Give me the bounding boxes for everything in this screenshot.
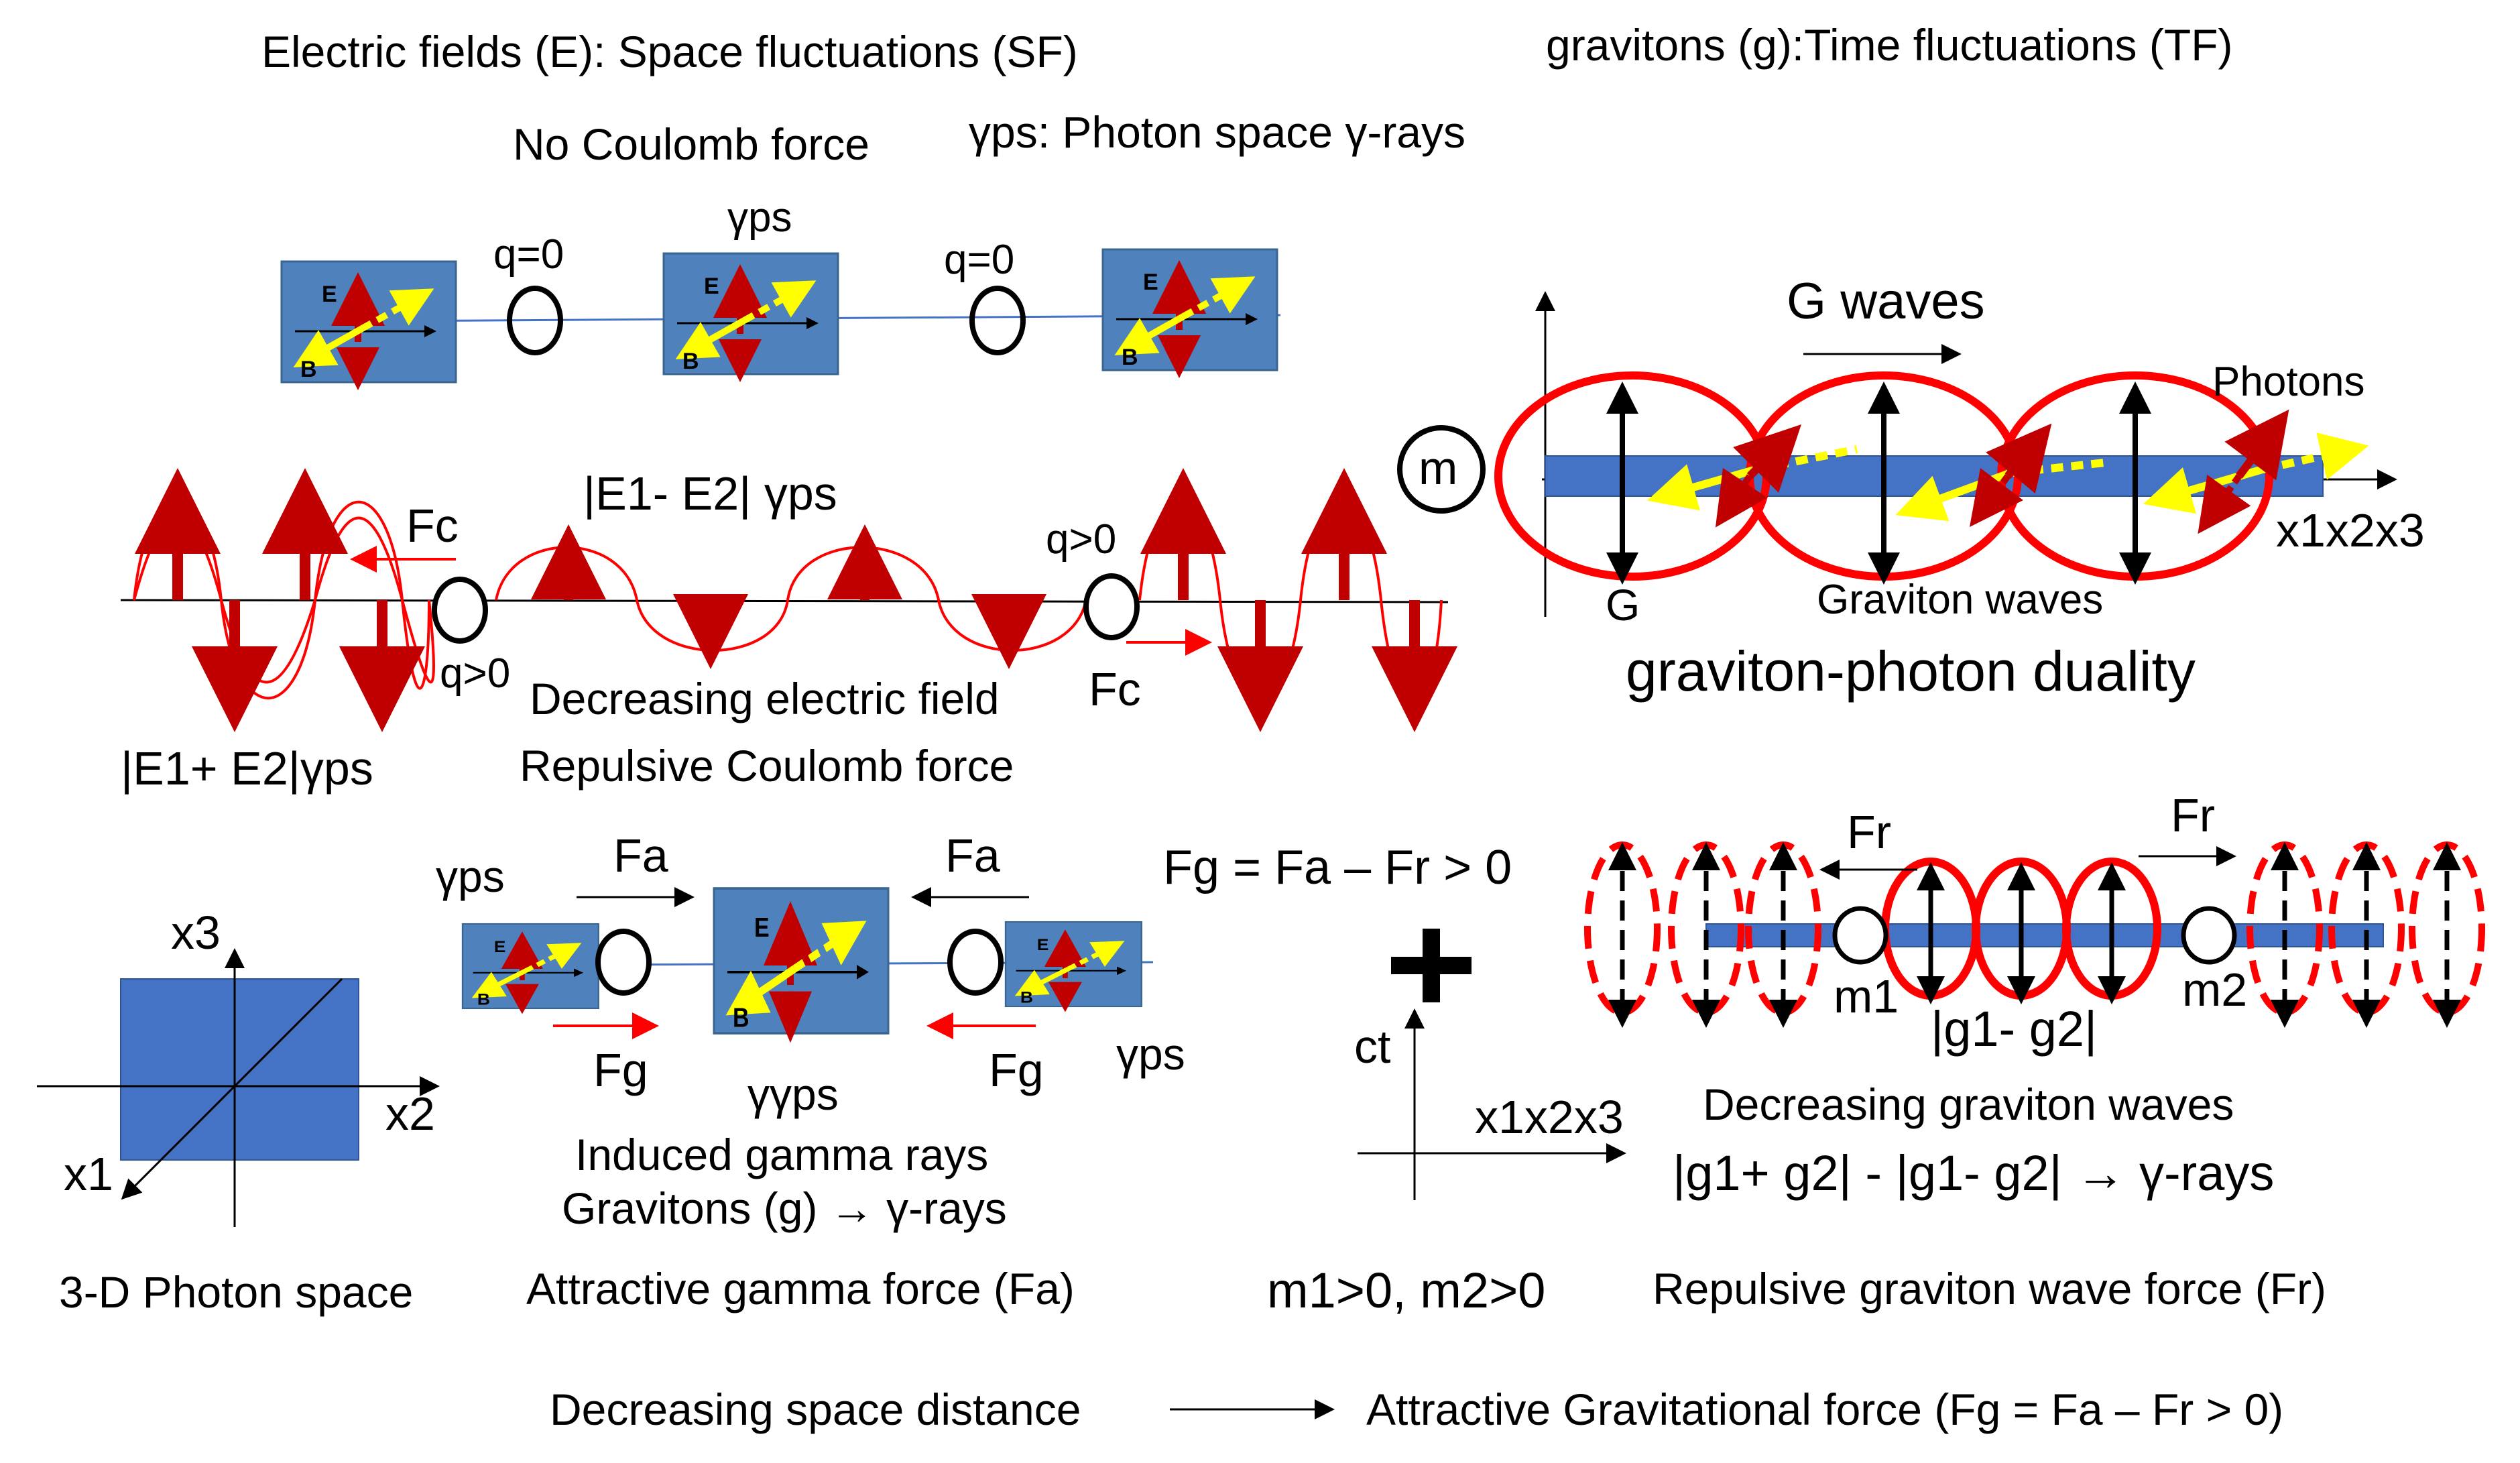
mass-positive-label: m1>0, m2>0: [1267, 1263, 1545, 1318]
axis-x3-label: x3: [171, 906, 221, 959]
diff-field-label: |E1- E2| γps: [583, 467, 837, 520]
gamma-ps-definition: γps: Photon space γ-rays: [969, 107, 1465, 157]
fg-right-label: Fg: [989, 1044, 1044, 1096]
charge-gamma-left: [595, 929, 652, 996]
row1-photon-chain: q=0 q=0 γps: [282, 194, 1281, 382]
fa-right-label: Fa: [945, 829, 1000, 882]
axis-x2-label: x2: [385, 1088, 435, 1140]
decreasing-field-label: Decreasing electric field: [530, 674, 1000, 723]
gravitons-to-gamma-label: Gravitons (g) → γ-rays: [562, 1183, 1007, 1233]
center-axis-label: x1x2x3: [1475, 1091, 1624, 1143]
photon-space-square: [120, 978, 359, 1161]
gamma-ps-top-label: γps: [727, 194, 792, 241]
neutral-charge-right: [969, 286, 1026, 355]
gamma-gamma-label: γγps: [747, 1069, 839, 1119]
q-positive-left-label: q>0: [440, 650, 510, 697]
fr-right-label: Fr: [2171, 789, 2215, 841]
footer-right-label: Attractive Gravitational force (Fg = Fa …: [1366, 1385, 2283, 1434]
footer-left-label: Decreasing space distance: [550, 1385, 1081, 1434]
gravitons-header: gravitons (g):Time fluctuations (TF): [1546, 20, 2232, 70]
fc-left-label: Fc: [406, 500, 459, 552]
photon-beam: [1545, 455, 2324, 497]
q-positive-right-label: q>0: [1046, 516, 1116, 563]
sum-field-label: |E1+ E2|γps: [121, 742, 373, 795]
center-equation-section: Fg = Fa – Fr > 0 ct x1x2x3 m1>0, m2>0: [1163, 841, 1626, 1318]
g-label: G: [1606, 580, 1640, 630]
fr-left-label: Fr: [1847, 806, 1891, 858]
mass-m2-circle: [2181, 906, 2237, 965]
coulomb-wave-section: |E1- E2| γps Fc Fc q>0 q>0 Decreasing el…: [120, 467, 1457, 795]
charge-right: [1083, 573, 1140, 640]
duality-section: m G waves Photons G Graviton waves x1x2x…: [1397, 273, 2425, 703]
fc-right-label: Fc: [1089, 663, 1141, 715]
ct-axis-label: ct: [1354, 1020, 1390, 1073]
photons-label: Photons: [2212, 359, 2365, 405]
m1-label: m1: [1834, 970, 1899, 1022]
graviton-force-section: Fr Fr m1 m2 |g1- g2| Decreasing graviton…: [1584, 789, 2485, 1313]
graviton-beam: [1705, 923, 2384, 947]
q0-left-label: q=0: [493, 231, 564, 278]
mass-label: m: [1419, 442, 1457, 494]
photon-space-caption: 3-D Photon space: [59, 1267, 413, 1317]
repulsive-coulomb-label: Repulsive Coulomb force: [520, 741, 1014, 791]
graviton-diff-label: |g1- g2|: [1931, 1001, 2097, 1057]
graviton-waves-label: Graviton waves: [1817, 577, 2103, 623]
axis-x1-label: x1: [64, 1148, 113, 1200]
fg-left-label: Fg: [593, 1044, 648, 1096]
no-coulomb-label: No Coulomb force: [513, 119, 869, 169]
repulsive-graviton-caption: Repulsive graviton wave force (Fr): [1653, 1264, 2326, 1313]
duality-axis-label: x1x2x3: [2276, 504, 2425, 557]
q0-right-label: q=0: [944, 237, 1014, 283]
neutral-charge-left: [507, 286, 563, 355]
duality-title: graviton-photon duality: [1626, 640, 2196, 703]
graviton-equation: |g1+ g2| - |g1- g2| → γ-rays: [1673, 1145, 2274, 1201]
gamma-force-section: γps γps Fa Fa Fg Fg γγps Induced gamma r…: [436, 829, 1185, 1313]
fa-left-label: Fa: [613, 829, 668, 882]
photon-space-diagram: x3 x2 x1 3-D Photon space: [37, 906, 440, 1317]
m2-label: m2: [2182, 963, 2247, 1016]
charge-left: [432, 577, 488, 644]
gamma-left-label: γps: [436, 852, 505, 901]
gamma-right-label: γps: [1116, 1029, 1185, 1079]
mass-circle: [1397, 425, 1486, 514]
force-equation: Fg = Fa – Fr > 0: [1163, 841, 1512, 894]
footer: Decreasing space distance Attractive Gra…: [550, 1385, 2283, 1434]
g-waves-label: G waves: [1787, 273, 1985, 330]
induced-gamma-label: Induced gamma rays: [575, 1130, 988, 1179]
electric-header: Electric fields (E): Space fluctuations …: [261, 27, 1078, 76]
decreasing-graviton-label: Decreasing graviton waves: [1703, 1079, 2234, 1129]
attractive-gamma-caption: Attractive gamma force (Fa): [526, 1264, 1075, 1313]
charge-gamma-right: [947, 929, 1004, 996]
mass-m1-circle: [1832, 906, 1888, 965]
